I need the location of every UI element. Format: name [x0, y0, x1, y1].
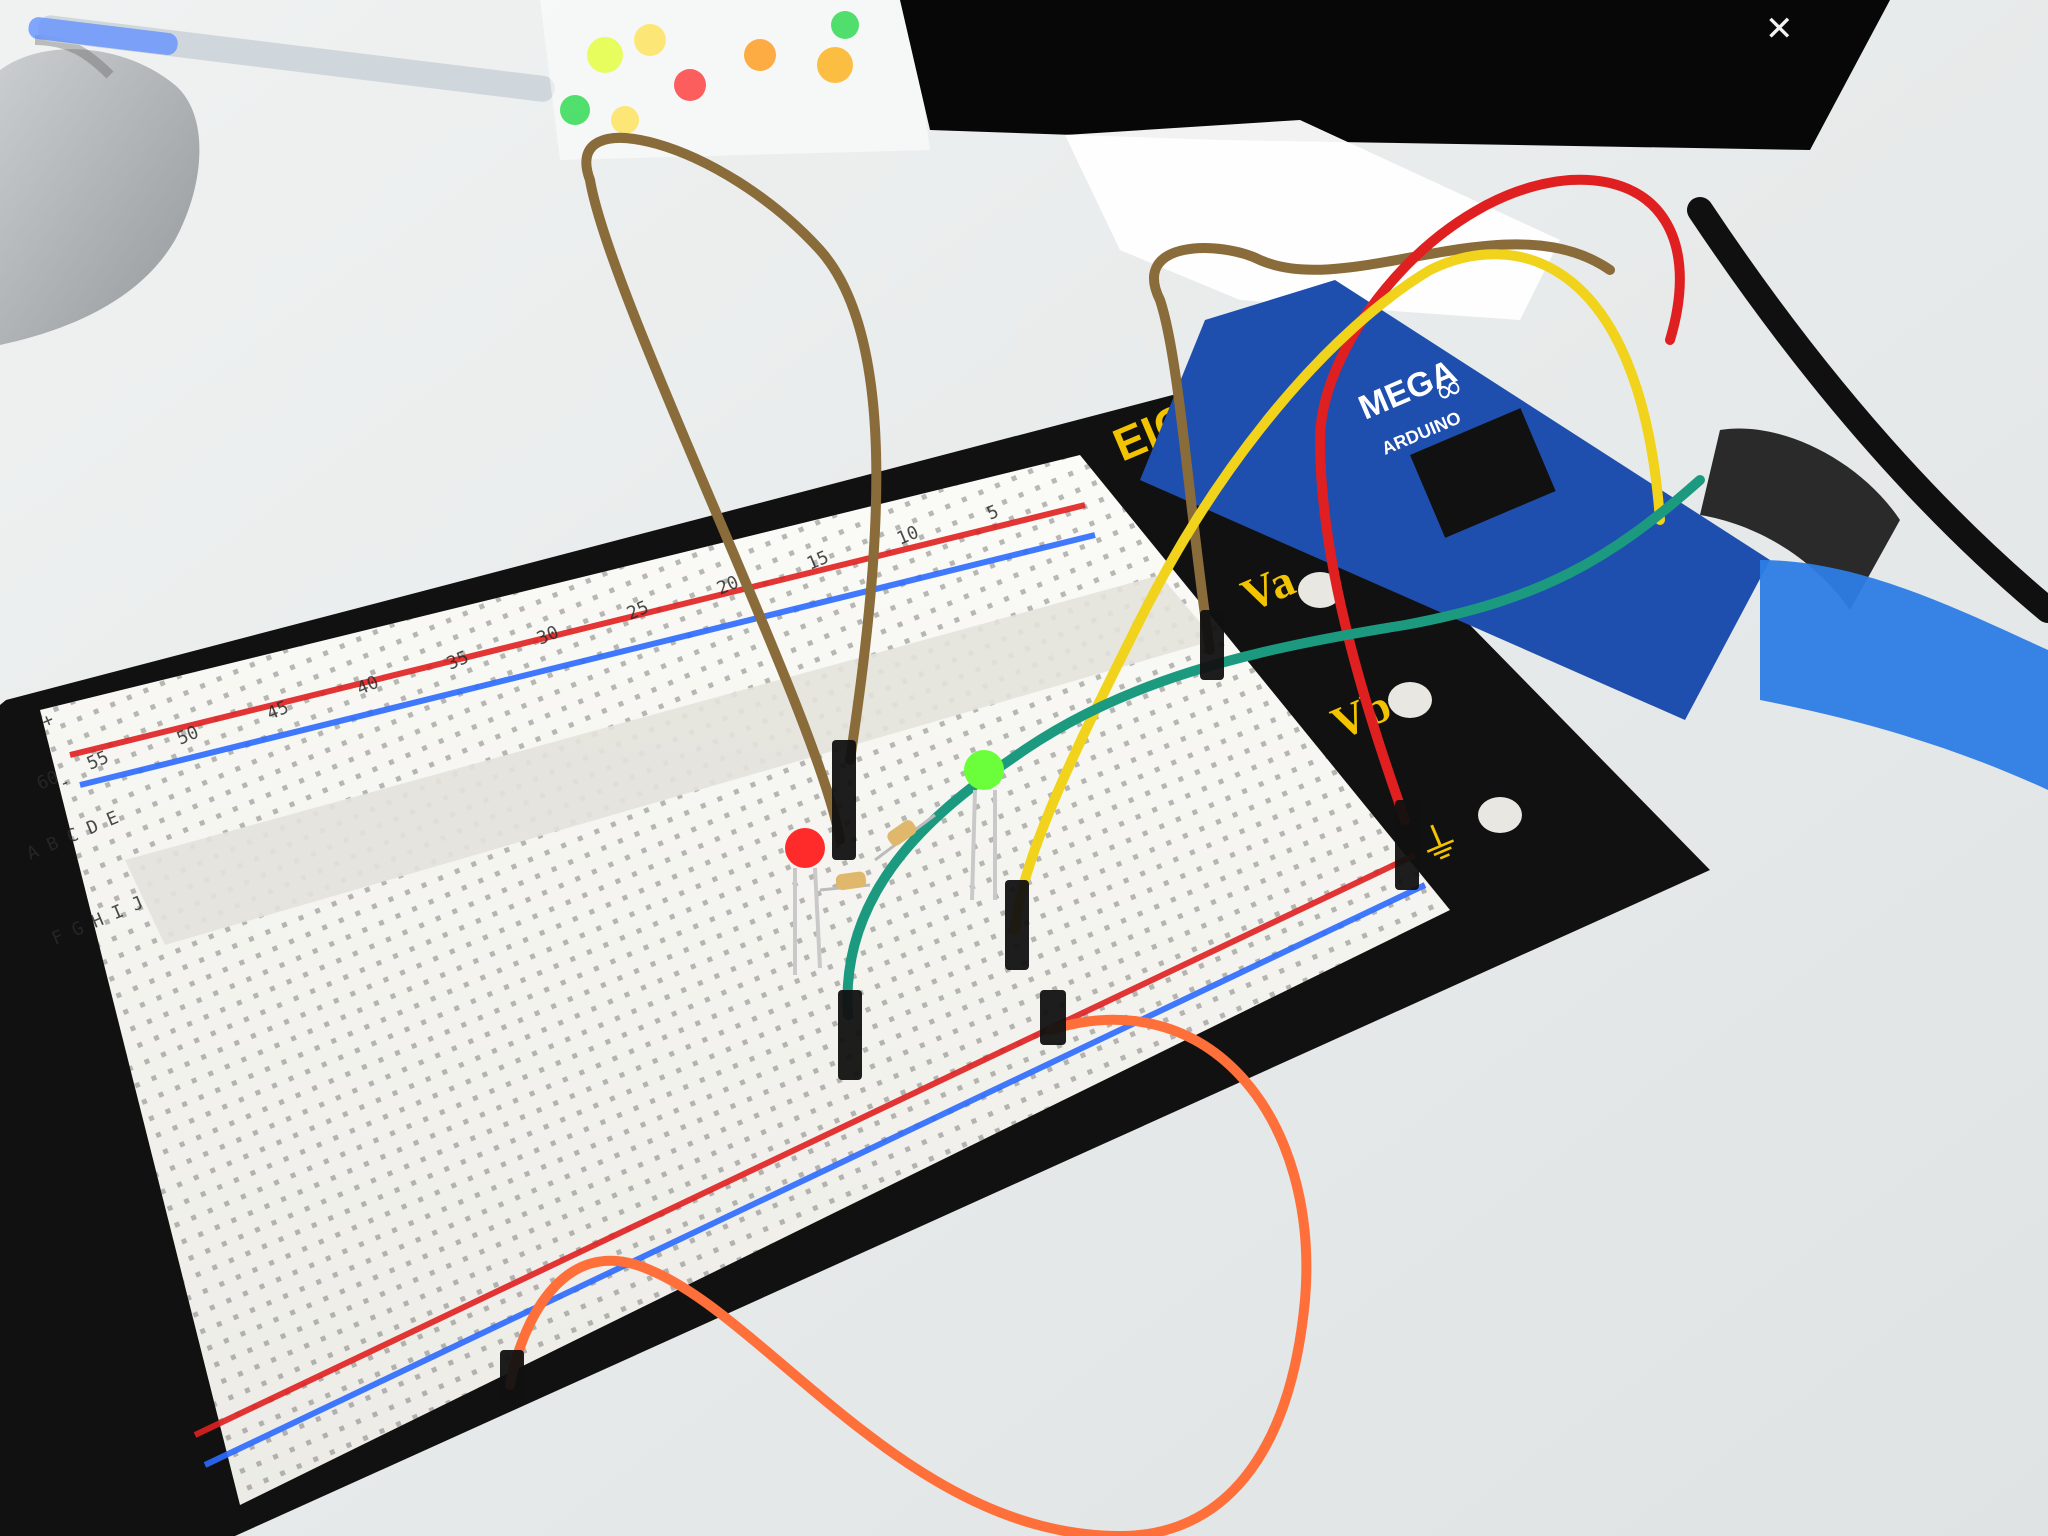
pen	[28, 15, 555, 102]
green-led	[964, 750, 1004, 790]
black-cable	[1687, 197, 2048, 623]
dc-jack	[1700, 428, 1900, 610]
wire-green	[842, 475, 1705, 1020]
x-logo-icon: ✕	[1765, 9, 1794, 49]
green-led-legs	[970, 789, 997, 901]
game-console: ✕	[900, 0, 1890, 150]
components	[785, 750, 1004, 975]
red-led-legs	[793, 867, 822, 975]
chip	[1410, 408, 1556, 538]
wires	[505, 132, 1705, 1536]
wire-red	[1315, 174, 1685, 825]
wire-brown-loop	[581, 132, 882, 845]
usb-cable	[1760, 560, 2048, 790]
resistor-2	[874, 813, 936, 862]
breadboard-center-trench	[125, 575, 1215, 945]
wire-yellow	[1010, 249, 1665, 935]
power-rails	[69, 502, 1427, 1468]
wire-connectors	[500, 610, 1419, 1400]
led-bag	[540, 0, 930, 160]
computer-mouse	[0, 49, 200, 345]
wire-brown-to-board	[1149, 239, 1615, 655]
mouse-wheel	[34, 35, 114, 79]
resistor-1	[819, 871, 871, 892]
red-led	[785, 828, 825, 868]
